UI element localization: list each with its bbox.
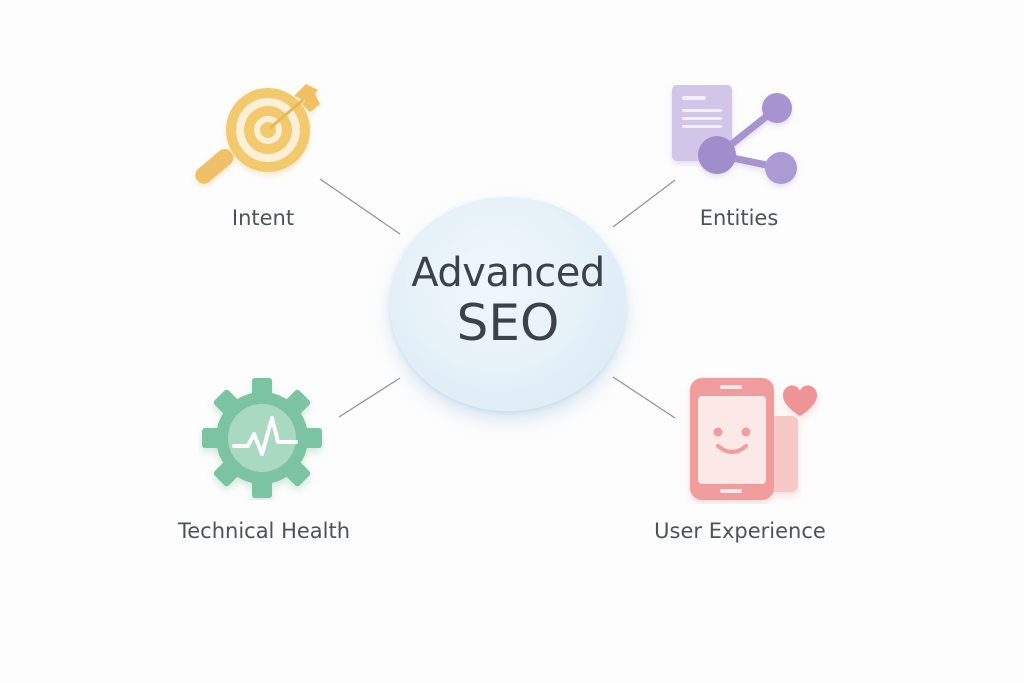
hub-title-line2: SEO bbox=[456, 294, 560, 352]
smiling-phone-heart-icon bbox=[690, 378, 818, 500]
document-share-icon bbox=[672, 85, 797, 184]
edge-user-experience bbox=[612, 376, 676, 419]
edge-technical-health bbox=[338, 377, 401, 418]
node-label-intent: Intent bbox=[231, 206, 295, 230]
gear-heartbeat-icon bbox=[202, 378, 322, 498]
node-label-entities: Entities bbox=[699, 206, 779, 230]
node-label-user-experience: User Experience bbox=[654, 519, 826, 543]
edge-entities bbox=[612, 179, 676, 228]
center-hub: Advanced SEO bbox=[390, 197, 626, 411]
node-label-technical-health: Technical Health bbox=[177, 519, 351, 543]
hub-title-line1: Advanced bbox=[411, 250, 605, 296]
edge-intent bbox=[319, 178, 401, 235]
target-magnifier-icon bbox=[195, 84, 320, 184]
